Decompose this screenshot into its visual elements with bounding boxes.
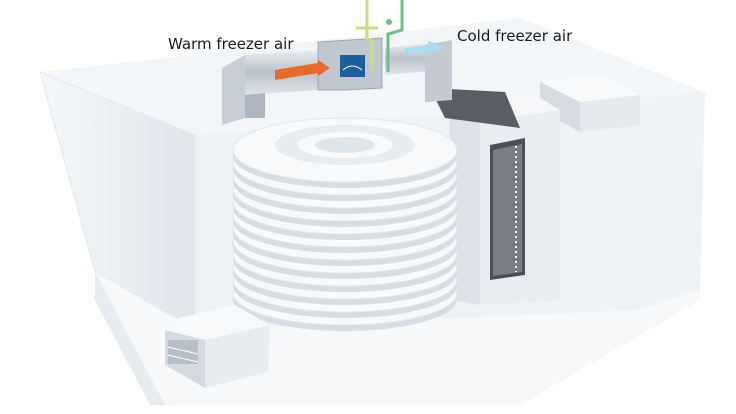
cold-air-label: Cold freezer air [457, 27, 573, 45]
warm-arrow-icon [275, 63, 318, 80]
air-duct [222, 37, 452, 125]
inlet-box [165, 305, 270, 388]
refrigerant-pipes [356, 0, 404, 72]
drum-core [315, 137, 375, 153]
cold-arrow-icon [405, 45, 430, 54]
warm-air-label: Warm freezer air [168, 35, 294, 53]
conveyor-enclosure [430, 88, 560, 305]
spiral-drum [232, 117, 458, 331]
exhaust-unit [540, 75, 640, 132]
